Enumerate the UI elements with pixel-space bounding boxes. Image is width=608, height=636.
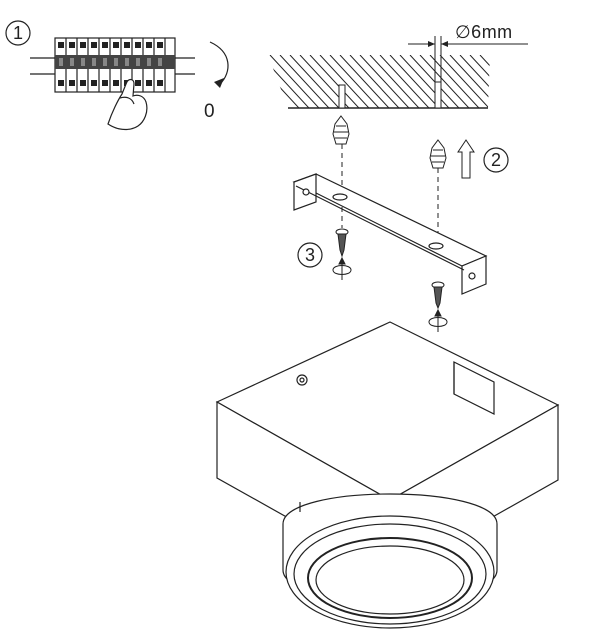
screw-left-icon — [335, 228, 349, 258]
step1-breaker-illustration — [5, 20, 229, 131]
wall-plug-left-icon — [332, 115, 350, 145]
screwdriver-rotation-right-icon — [428, 308, 448, 332]
ceiling-section — [268, 36, 528, 109]
drill-diameter-label: ∅6mm — [455, 22, 513, 42]
step-1-number: 1 — [13, 23, 24, 43]
rotate-off-arrow-icon — [209, 41, 229, 85]
wall-plug-right-icon — [429, 139, 447, 169]
light-fixture — [215, 321, 560, 629]
bracket-slot-right — [428, 242, 444, 250]
fixture-screw-hole-inner — [299, 377, 305, 383]
dimension-arrow-left-icon — [428, 41, 435, 47]
breaker-toggles — [59, 58, 162, 66]
step-3-number: 3 — [305, 245, 316, 265]
screwdriver-rotation-left-icon — [332, 256, 352, 280]
screw-right-icon — [431, 281, 445, 310]
dimension-arrow-right-icon — [441, 41, 448, 47]
mounting-bracket — [292, 173, 488, 295]
bracket-end-hole-left — [302, 188, 310, 196]
bracket-slot-left — [332, 193, 348, 201]
hand-finger-line — [119, 96, 135, 105]
step-2-number: 2 — [491, 150, 502, 170]
ceiling-hatching — [268, 55, 490, 108]
step-1-marker-circle — [5, 20, 31, 46]
step-2-marker-circle — [483, 147, 509, 173]
step-3-marker-circle — [297, 242, 323, 268]
bracket-end-hole-right — [468, 272, 476, 280]
hand-icon — [107, 78, 148, 131]
rotate-arrowhead-icon — [214, 78, 224, 88]
lamp-cylinder-top — [282, 493, 498, 525]
lamp-lens — [315, 545, 465, 615]
breaker-off-label: 0 — [204, 101, 215, 122]
drill-hole-left — [338, 84, 346, 109]
drill-hole-right — [434, 81, 442, 109]
insert-up-arrow-icon — [457, 139, 475, 179]
